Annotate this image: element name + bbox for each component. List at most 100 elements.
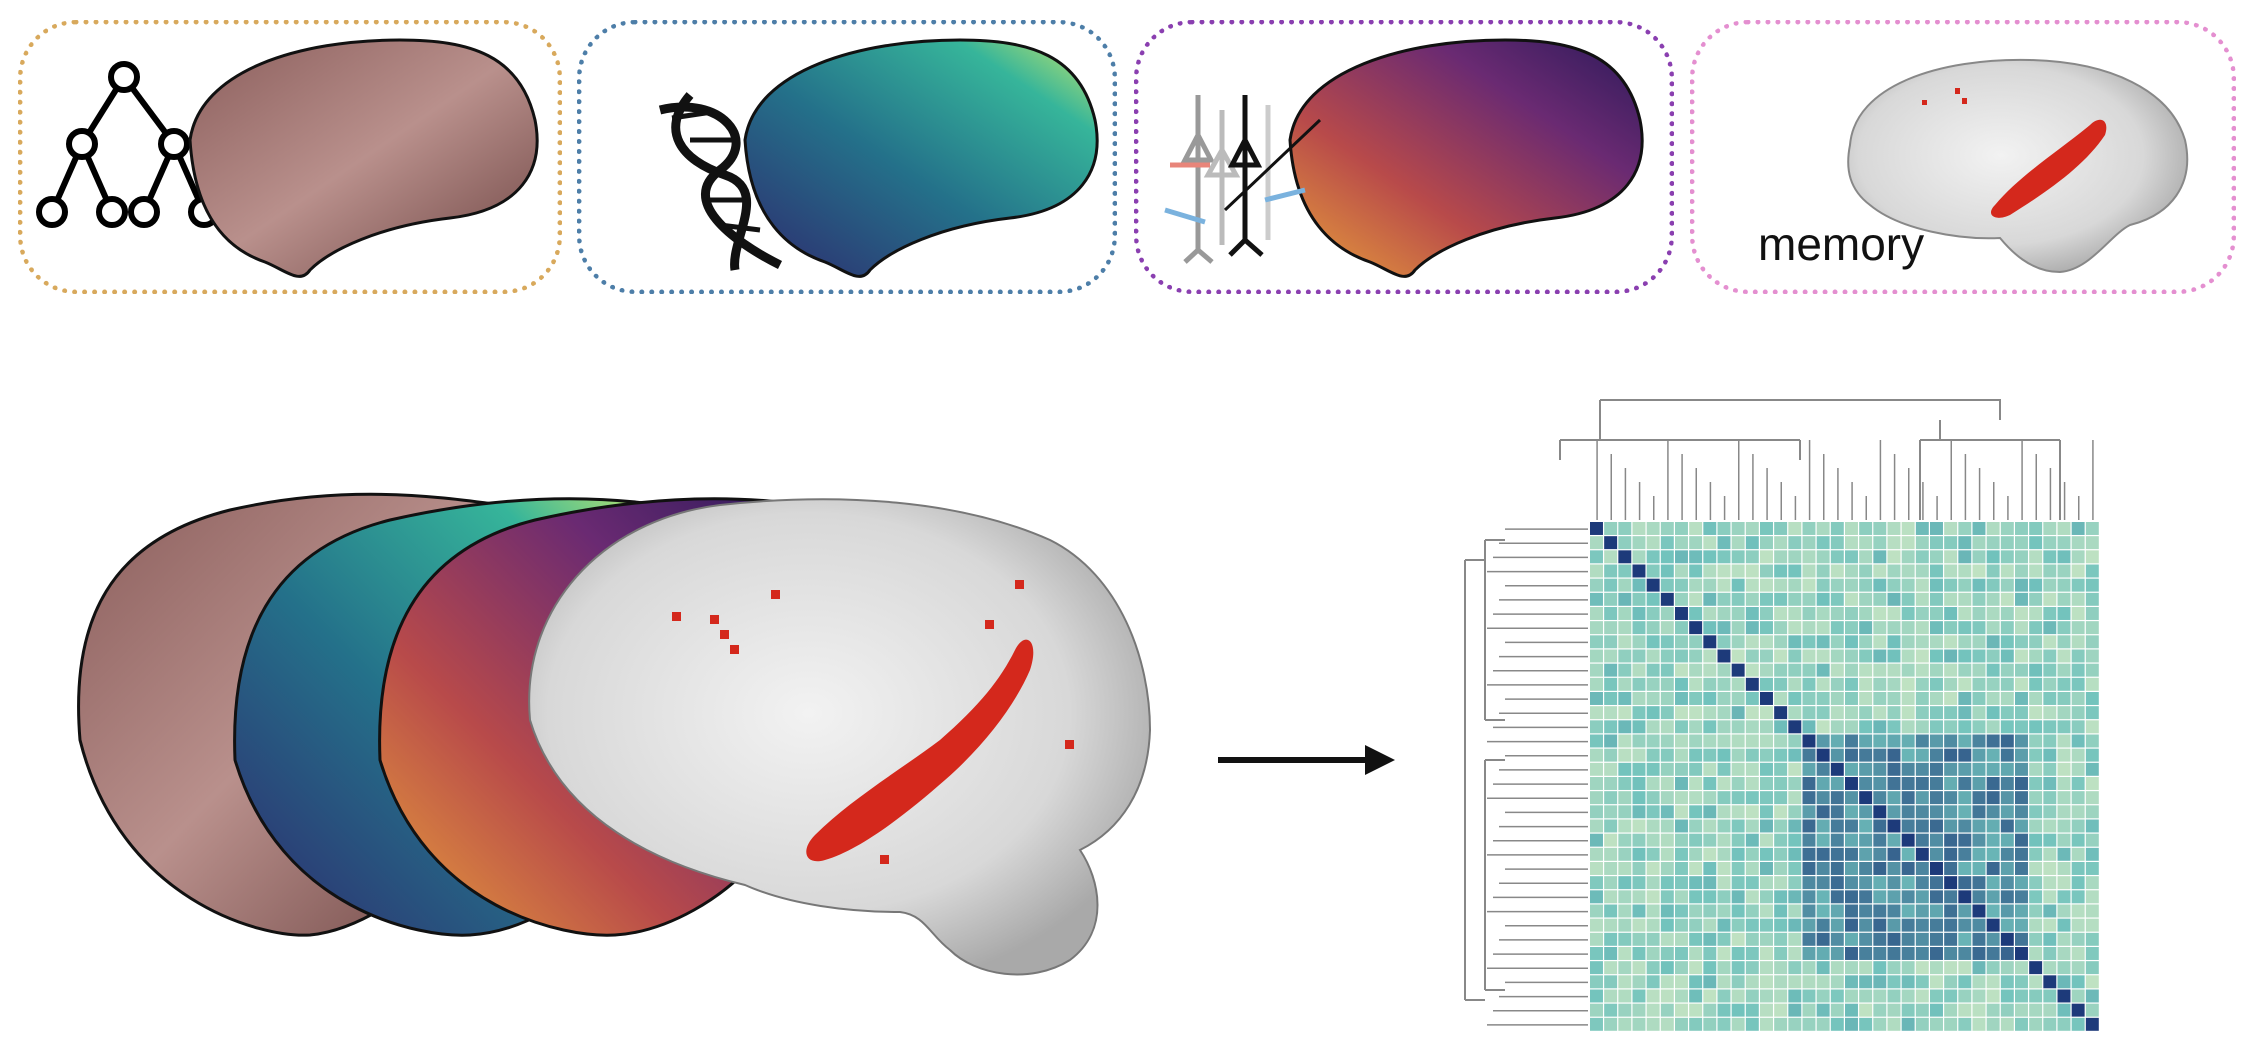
heatmap-cell xyxy=(1646,649,1660,663)
heatmap-cell xyxy=(1958,961,1972,975)
heatmap-cell xyxy=(2000,904,2014,918)
heatmap-cell xyxy=(1604,692,1618,705)
heatmap-cell xyxy=(1802,578,1816,592)
heatmap-cell xyxy=(1859,564,1873,578)
heatmap-cell xyxy=(1887,918,1901,932)
heatmap-cell xyxy=(1590,876,1603,890)
heatmap-cell xyxy=(2043,819,2057,833)
heatmap-cell xyxy=(1958,564,1972,578)
heatmap-cell xyxy=(2043,706,2057,720)
heatmap-cell xyxy=(1774,607,1788,620)
heatmap-cell xyxy=(1958,536,1972,550)
heatmap-cell xyxy=(1632,607,1646,620)
heatmap-cell xyxy=(1646,847,1660,861)
heatmap-cell xyxy=(1675,791,1688,805)
heatmap-cell xyxy=(2071,819,2085,833)
heatmap-cell xyxy=(2057,890,2071,904)
heatmap-cell xyxy=(1915,578,1929,592)
heatmap-cell xyxy=(1618,550,1632,564)
heatmap-cell xyxy=(1873,720,1887,734)
heatmap-cell xyxy=(1887,762,1901,776)
heatmap-cell xyxy=(1873,762,1887,776)
heatmap-cell xyxy=(1972,649,1986,663)
heatmap-cell xyxy=(1604,777,1618,790)
heatmap-cell xyxy=(1830,904,1844,918)
heatmap-cell xyxy=(2057,918,2071,932)
heatmap-cell xyxy=(1816,819,1830,833)
heatmap-cell xyxy=(1972,791,1986,805)
heatmap-cell xyxy=(2015,522,2028,535)
heatmap-cell xyxy=(1632,833,1646,847)
heatmap-cell xyxy=(2029,635,2043,649)
heatmap-cell xyxy=(1774,706,1788,720)
heatmap-cell xyxy=(1745,649,1759,663)
heatmap-cell xyxy=(1731,975,1745,989)
heatmap-cell xyxy=(1660,890,1674,904)
heatmap-cell xyxy=(1788,607,1802,620)
heatmap-cell xyxy=(1618,847,1632,861)
heatmap-cell xyxy=(1717,607,1731,620)
heatmap-cell xyxy=(1604,791,1618,805)
heatmap-cell xyxy=(1590,592,1603,606)
heatmap-cell xyxy=(2029,918,2043,932)
heatmap-cell xyxy=(1632,692,1646,705)
heatmap-cell xyxy=(2057,607,2071,620)
heatmap-cell xyxy=(1660,833,1674,847)
heatmap-cell xyxy=(1760,592,1773,606)
heatmap-cell xyxy=(2071,862,2085,875)
heatmap-cell xyxy=(1986,550,2000,564)
heatmap-cell xyxy=(2071,720,2085,734)
heatmap-cell xyxy=(1845,748,1858,762)
heatmap-cell xyxy=(1703,1017,1717,1031)
heatmap-cell xyxy=(1816,578,1830,592)
heatmap-cell xyxy=(1873,578,1887,592)
heatmap-cell xyxy=(1788,989,1802,1003)
heatmap-cell xyxy=(1958,1003,1972,1017)
heatmap-cell xyxy=(1731,918,1745,932)
heatmap-cell xyxy=(1986,876,2000,890)
heatmap-cell xyxy=(1972,876,1986,890)
heatmap-cell xyxy=(1731,649,1745,663)
heatmap-cell xyxy=(1802,777,1816,790)
heatmap-cell xyxy=(1788,621,1802,635)
heatmap-cell xyxy=(1816,791,1830,805)
heatmap-cell xyxy=(1703,706,1717,720)
heatmap-cell xyxy=(1915,706,1929,720)
heatmap-cell xyxy=(1845,607,1858,620)
heatmap-cell xyxy=(1760,663,1773,677)
heatmap-cell xyxy=(1802,706,1816,720)
heatmap-cell xyxy=(2029,578,2043,592)
heatmap-cell xyxy=(1618,677,1632,691)
heatmap-cell xyxy=(1972,947,1986,960)
heatmap-cell xyxy=(1717,621,1731,635)
heatmap-cell xyxy=(1887,847,1901,861)
heatmap-cell xyxy=(1887,819,1901,833)
heatmap-cell xyxy=(1830,734,1844,748)
heatmap-cell xyxy=(1859,791,1873,805)
heatmap-cell xyxy=(1632,720,1646,734)
heatmap-cell xyxy=(1731,791,1745,805)
heatmap-cell xyxy=(1845,777,1858,790)
heatmap-cell xyxy=(1958,989,1972,1003)
heatmap-cell xyxy=(1731,1003,1745,1017)
heatmap-cell xyxy=(1590,862,1603,875)
heatmap-cell xyxy=(1901,578,1915,592)
heatmap-cell xyxy=(1802,904,1816,918)
heatmap-cell xyxy=(1717,536,1731,550)
heatmap-cell xyxy=(1887,663,1901,677)
heatmap-cell xyxy=(1689,904,1703,918)
heatmap-cell xyxy=(1745,564,1759,578)
heatmap-cell xyxy=(1675,564,1688,578)
heatmap-cell xyxy=(1873,536,1887,550)
heatmap-cell xyxy=(1915,805,1929,819)
heatmap-cell xyxy=(1986,578,2000,592)
heatmap-cell xyxy=(1930,947,1943,960)
heatmap-cell xyxy=(1745,791,1759,805)
heatmap-cell xyxy=(1972,592,1986,606)
heatmap-cell xyxy=(2043,904,2057,918)
heatmap-cell xyxy=(1859,819,1873,833)
heatmap-cell xyxy=(1944,862,1958,875)
heatmap-cell xyxy=(1774,1003,1788,1017)
heatmap-cell xyxy=(1788,777,1802,790)
heatmap-cell xyxy=(2085,607,2099,620)
